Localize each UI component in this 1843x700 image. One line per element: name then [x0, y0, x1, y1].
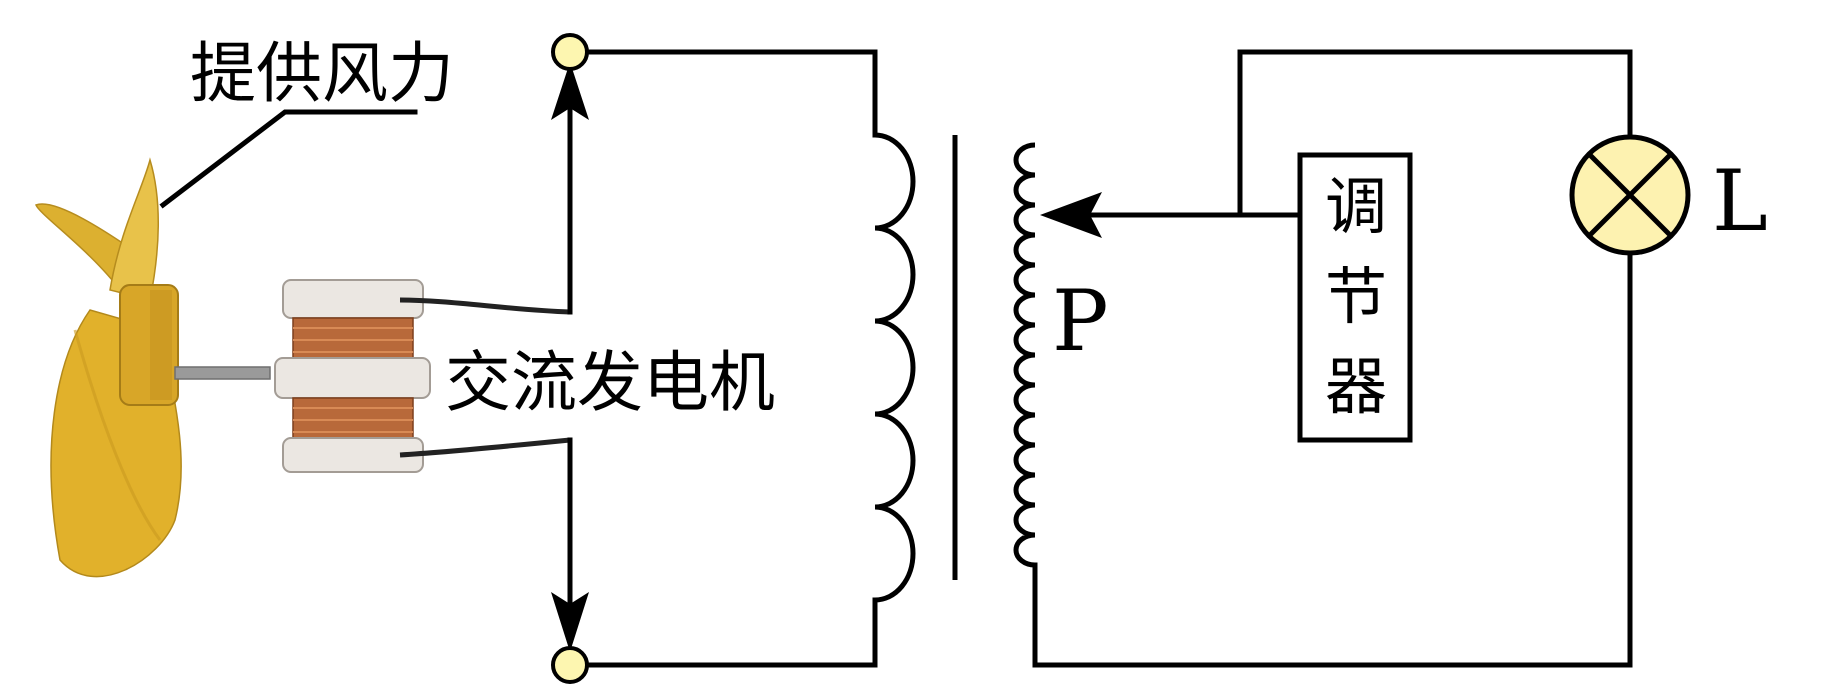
tap-label: P [1052, 272, 1109, 370]
regulator-label-3: 器 [1325, 350, 1387, 423]
generator-label: 交流发电机 [445, 344, 775, 421]
arrow-up [551, 62, 589, 120]
secondary-circuit [1032, 49, 1633, 668]
wind-leader-line [159, 109, 418, 209]
lamp-label: L [1712, 152, 1768, 250]
lamp-icon [1569, 134, 1691, 256]
regulator-label-2: 节 [1325, 260, 1387, 333]
fan-icon [35, 157, 182, 578]
regulator-label-1: 调 [1325, 170, 1387, 243]
wind-label: 提供风力 [190, 35, 454, 112]
terminal-bottom [551, 646, 589, 684]
shaft [174, 366, 271, 380]
terminal-top [551, 33, 589, 71]
regulator-box [1297, 152, 1413, 443]
slider-arrow [1040, 192, 1102, 238]
secondary-coil [1013, 142, 1036, 568]
primary-coil [874, 132, 916, 603]
generator-coil-icon [274, 279, 571, 473]
arrow-down [551, 592, 589, 652]
